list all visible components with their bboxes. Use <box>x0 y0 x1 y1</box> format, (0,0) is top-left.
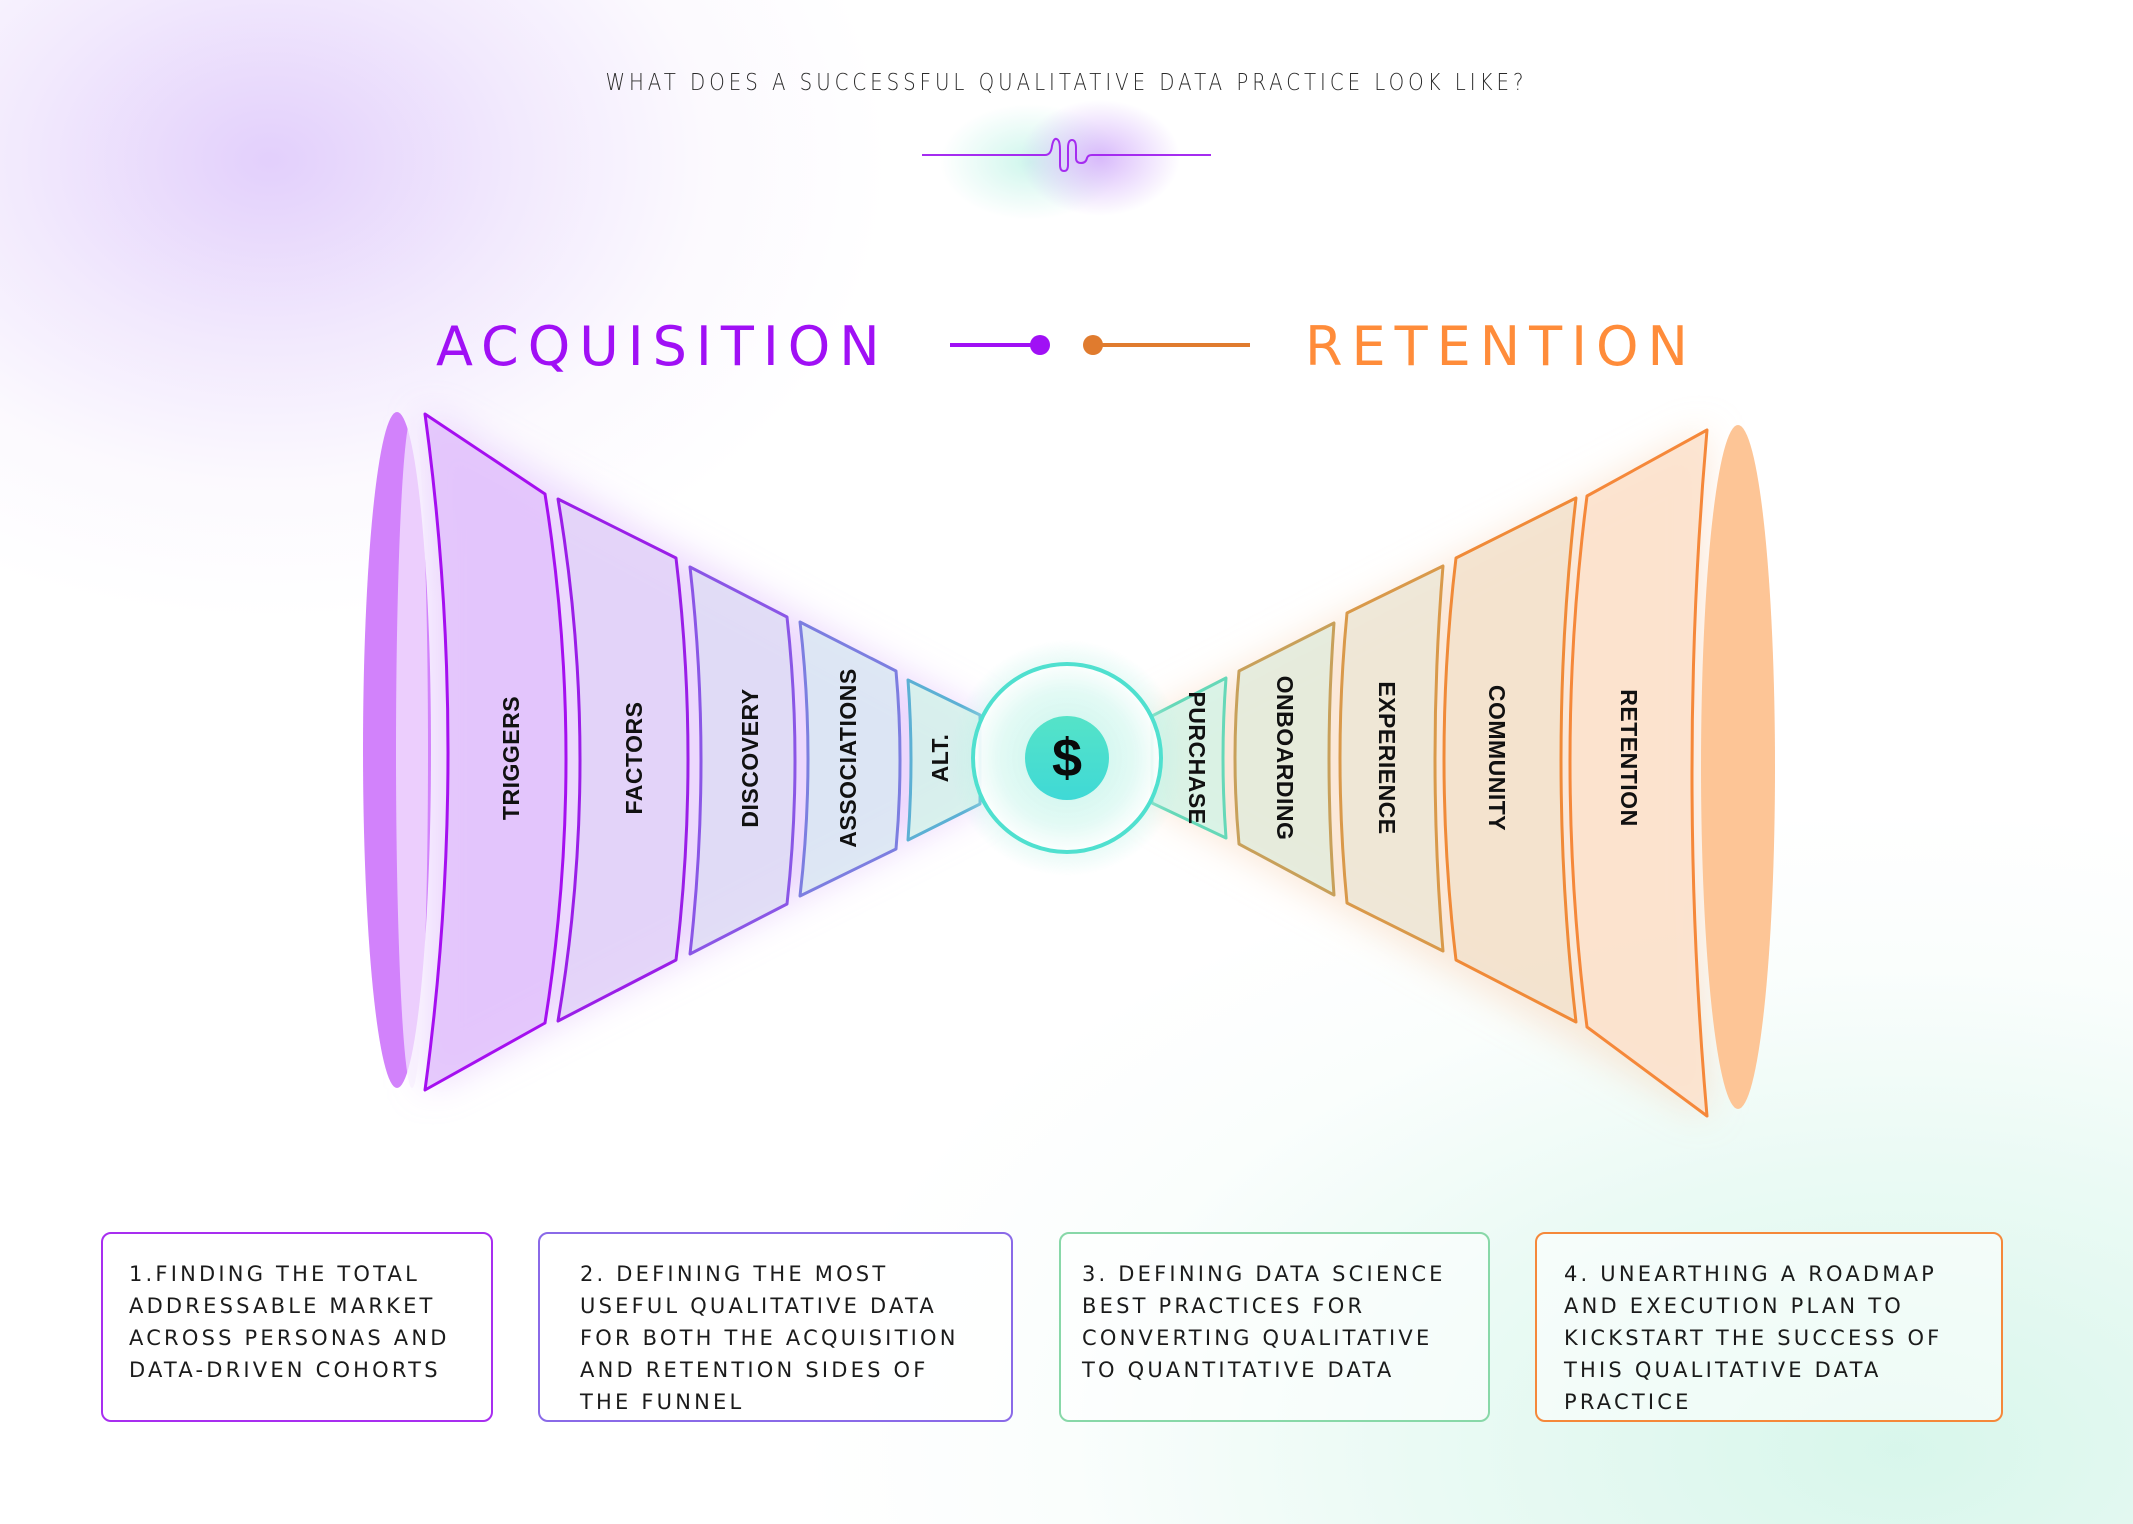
acquisition-stage-associations: ASSOCIATIONS <box>798 620 902 898</box>
stage-label: COMMUNITY <box>1484 685 1510 831</box>
stage-label: TRIGGERS <box>498 696 524 820</box>
stage-label: FACTORS <box>621 702 647 815</box>
wave-glow-purple <box>1020 100 1180 216</box>
step-card-2: 2. DEFINING THE MOST USEFUL QUALITATIVE … <box>538 1232 1013 1422</box>
center-conversion: $ <box>949 640 1185 876</box>
step-card-text: 2. DEFINING THE MOST USEFUL QUALITATIVE … <box>580 1262 959 1414</box>
acquisition-funnel-mouth-rim <box>396 416 428 1088</box>
retention-stage-experience: EXPERIENCE <box>1338 564 1445 953</box>
step-card-text: 4. UNEARTHING A ROADMAP AND EXECUTION PL… <box>1564 1262 1943 1414</box>
retention-stage-retention: RETENTION <box>1568 428 1709 1118</box>
retention-heading: RETENTION <box>1305 315 1697 378</box>
stage-label: RETENTION <box>1616 689 1642 826</box>
step-card-text: 3. DEFINING DATA SCIENCE BEST PRACTICES … <box>1082 1262 1446 1382</box>
retention-stages: PURCHASE ONBOARDING EXPERIENCE COMMUNITY RET… <box>1150 428 1709 1118</box>
retention-stage-community: COMMUNITY <box>1442 496 1578 1024</box>
stage-label: PURCHASE <box>1184 691 1210 824</box>
page-title: WHAT DOES A SUCCESSFUL QUALITATIVE DATA … <box>605 70 1528 96</box>
step-card-3: 3. DEFINING DATA SCIENCE BEST PRACTICES … <box>1059 1232 1490 1422</box>
connector-left-dot <box>1030 335 1050 355</box>
wave-divider <box>922 100 1211 220</box>
step-card-1: 1.FINDING THE TOTAL ADDRESSABLE MARKET A… <box>101 1232 493 1422</box>
acquisition-stage-discovery: DISCOVERY <box>688 565 797 956</box>
step-card-text: 1.FINDING THE TOTAL ADDRESSABLE MARKET A… <box>129 1262 450 1382</box>
stage-label: DISCOVERY <box>737 688 763 827</box>
acquisition-heading: ACQUISITION <box>436 315 889 378</box>
stage-label: EXPERIENCE <box>1374 681 1400 834</box>
stage-label: ONBOARDING <box>1272 676 1298 841</box>
stage-label: ASSOCIATIONS <box>835 668 861 847</box>
step-card-4: 4. UNEARTHING A ROADMAP AND EXECUTION PL… <box>1535 1232 2003 1422</box>
acquisition-retention-connector <box>950 335 1250 355</box>
retention-funnel-mouth <box>1701 425 1775 1109</box>
dollar-sign-icon: $ <box>1052 728 1082 788</box>
